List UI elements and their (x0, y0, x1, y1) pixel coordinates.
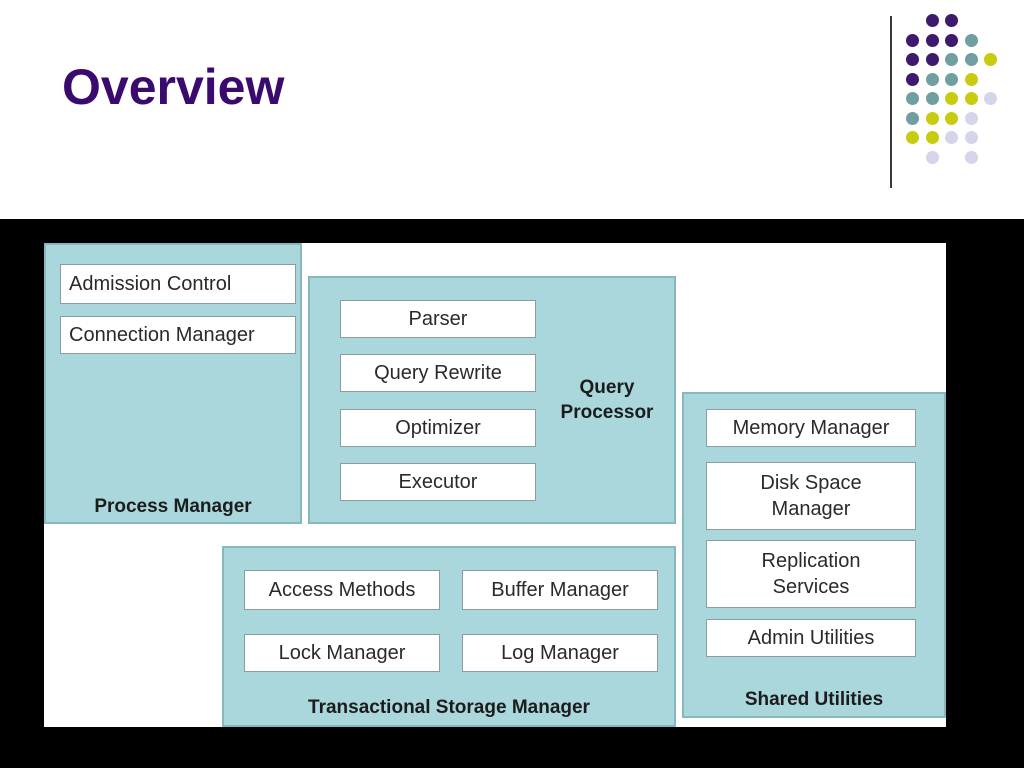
title-divider (890, 16, 892, 188)
decorative-dot (906, 33, 919, 47)
architecture-diagram: Admission Control Connection Manager Pro… (0, 219, 1024, 768)
process-manager-label: Process Manager (94, 496, 252, 517)
shared-utilities-label: Shared Utilities (744, 689, 884, 710)
replication-services-box: Replication Services (706, 540, 916, 608)
process-manager-panel: Admission Control Connection Manager Pro… (44, 243, 302, 524)
decorative-dot (906, 131, 919, 144)
query-rewrite-box: Query Rewrite (340, 354, 536, 392)
decorative-dot (964, 92, 978, 105)
decorative-dot (964, 111, 978, 125)
decorative-dot (925, 14, 939, 27)
decorative-dot (964, 33, 978, 47)
memory-manager-box: Memory Manager (706, 409, 916, 447)
executor-box: Executor (340, 463, 536, 501)
query-processor-panel: Parser Query Rewrite Optimizer Executor … (308, 276, 676, 524)
storage-manager-label: Transactional Storage Manager (308, 697, 590, 718)
decorative-dot (945, 92, 958, 105)
admission-control-box: Admission Control (60, 264, 296, 304)
storage-manager-panel: Access Methods Buffer Manager Lock Manag… (222, 546, 676, 727)
decorative-dot (925, 33, 939, 47)
decorative-dot (945, 72, 958, 86)
connection-manager-box: Connection Manager (60, 316, 296, 354)
decorative-dot (945, 53, 958, 66)
decorative-dot (945, 33, 958, 47)
decorative-dot (925, 92, 939, 105)
decorative-dot (945, 131, 958, 144)
decorative-dot (925, 150, 939, 164)
diagram-canvas: Admission Control Connection Manager Pro… (44, 243, 946, 727)
decorative-dot (945, 14, 958, 27)
decorative-dot (925, 72, 939, 86)
decorative-dot (964, 131, 978, 144)
decorative-dot (906, 53, 919, 66)
decorative-dot (906, 92, 919, 105)
decorative-dot-grid (906, 14, 1016, 164)
buffer-manager-box: Buffer Manager (462, 570, 658, 610)
decorative-dot (925, 131, 939, 144)
decorative-dot (925, 111, 939, 125)
disk-space-manager-box: Disk Space Manager (706, 462, 916, 530)
decorative-dot (964, 150, 978, 164)
log-manager-box: Log Manager (462, 634, 658, 672)
decorative-dot (964, 72, 978, 86)
decorative-dot (945, 111, 958, 125)
shared-utilities-panel: Memory Manager Disk Space Manager Replic… (682, 392, 946, 718)
decorative-dot (964, 53, 978, 66)
optimizer-box: Optimizer (340, 409, 536, 447)
lock-manager-box: Lock Manager (244, 634, 440, 672)
decorative-dot (984, 53, 997, 66)
decorative-dot (906, 72, 919, 86)
decorative-dot (906, 111, 919, 125)
slide-title: Overview (62, 59, 285, 115)
parser-box: Parser (340, 300, 536, 338)
decorative-dot (984, 92, 997, 105)
access-methods-box: Access Methods (244, 570, 440, 610)
query-processor-label: Query Processor (560, 377, 654, 423)
decorative-dot (925, 53, 939, 66)
admin-utilities-box: Admin Utilities (706, 619, 916, 657)
